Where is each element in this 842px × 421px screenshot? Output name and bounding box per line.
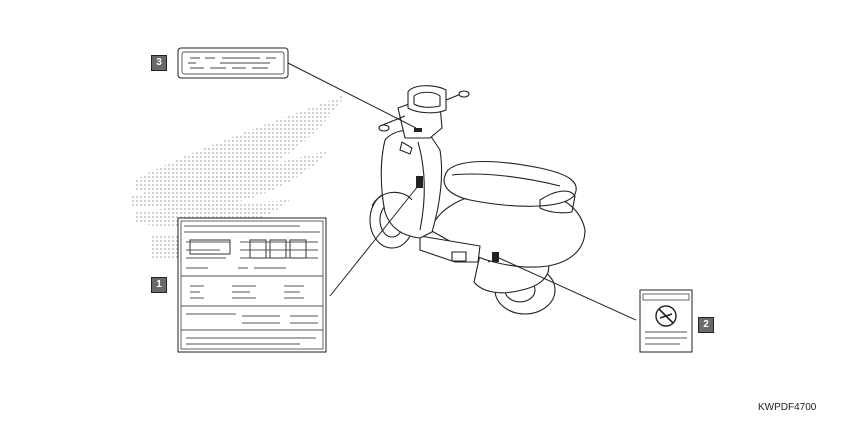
leader-line-3	[287, 62, 417, 129]
leader-line-2	[498, 257, 637, 321]
scooter-illustration	[369, 85, 586, 315]
leader-line-1	[329, 185, 419, 297]
label-1-plate	[177, 217, 327, 353]
callout-1: 1	[151, 277, 167, 293]
callout-2: 2	[698, 317, 714, 333]
figure-code: KWPDF4700	[758, 402, 817, 413]
label-3-plate	[177, 47, 289, 79]
leader-lines	[287, 62, 637, 321]
label-2-plate	[639, 289, 693, 353]
callout-3: 3	[151, 55, 167, 71]
